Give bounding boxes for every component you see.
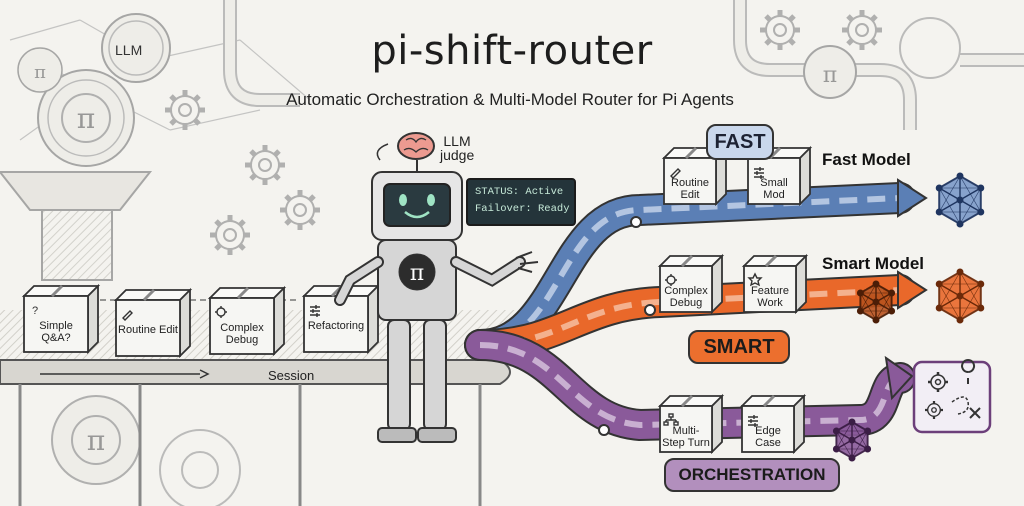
orchestration-route-band — [464, 329, 916, 455]
svg-text:?: ? — [32, 305, 38, 317]
orchestration-box — [739, 393, 807, 455]
conveyor-box-label: Refactoring — [307, 320, 365, 332]
question-mark-icon: ? — [32, 305, 38, 317]
router-robot: π — [334, 132, 539, 443]
model-icons — [832, 172, 985, 462]
conveyor-box-label: Routine Edit — [118, 324, 178, 336]
pi-coin-large: π — [37, 69, 135, 167]
smart-box — [741, 253, 809, 315]
conveyor-boxes: ? — [21, 283, 381, 359]
smart-box-label: Complex Debug — [664, 285, 708, 309]
smart-box-label: Feature Work — [751, 285, 789, 309]
orchestration-box-label: Multi-Step Turn — [662, 425, 710, 449]
smart-model-label: Smart Model — [822, 254, 925, 273]
brain-icon — [397, 132, 435, 160]
fast-model-network-icon — [935, 172, 985, 228]
svg-text:π: π — [77, 102, 95, 135]
llm-coin-label: LLM — [115, 42, 143, 58]
llm-judge-label: LLM judge — [440, 133, 475, 163]
conveyor-box-label: Complex Debug — [220, 322, 264, 346]
svg-text:π: π — [410, 261, 424, 286]
gear-icon — [665, 274, 677, 286]
pi-coin-small: π — [17, 47, 63, 93]
status-panel: STATUS: Active Failover: Ready — [466, 178, 576, 226]
fast-model-label: Fast Model — [822, 150, 911, 169]
sliders-icon — [310, 305, 320, 317]
pencil-icon — [670, 168, 681, 179]
hierarchy-icon — [663, 413, 679, 426]
orchestration-box-label: Edge Case — [755, 425, 781, 449]
llm-coin — [101, 13, 171, 83]
svg-text:π: π — [87, 424, 105, 457]
orchestration-box — [657, 393, 725, 455]
smart-model-network-icon — [856, 280, 896, 324]
gear-icon — [924, 400, 944, 420]
smart-model-network-icon — [935, 268, 985, 324]
fast-box — [661, 145, 729, 207]
gear-icon — [928, 372, 948, 392]
orchestration-network-icon — [832, 418, 872, 462]
smart-box — [657, 253, 725, 315]
conveyor-box: ? — [21, 283, 101, 355]
fast-box-label: Routine Edit — [671, 177, 709, 201]
conveyor-box — [301, 283, 381, 355]
conveyor-box-label: Simple Q&A? — [39, 320, 73, 344]
page-subtitle: Automatic Orchestration & Multi-Model Ro… — [286, 90, 734, 109]
routing-bands — [464, 145, 928, 455]
session-label: Session — [268, 368, 315, 383]
map-route-icon — [951, 359, 981, 419]
sliders-icon — [748, 415, 758, 427]
status-line-failover: Failover: Ready — [475, 203, 570, 215]
pencil-icon — [122, 310, 133, 321]
gear-icon — [215, 306, 227, 318]
conveyor-box — [113, 287, 193, 359]
svg-text:π: π — [34, 62, 46, 83]
conveyor-box — [207, 285, 287, 357]
svg-text:π: π — [823, 63, 837, 88]
orchestration-route-pill: ORCHESTRATION — [664, 458, 840, 492]
orchestration-tools-card — [912, 359, 992, 434]
sliders-icon — [754, 167, 764, 179]
fast-route-pill: FAST — [706, 124, 774, 160]
fast-box-label: Small Mod — [760, 177, 788, 201]
status-line-active: STATUS: Active — [475, 186, 564, 198]
star-icon — [747, 272, 763, 287]
smart-route-pill: SMART — [688, 330, 790, 364]
page-title: pi-shift-router — [371, 28, 653, 74]
